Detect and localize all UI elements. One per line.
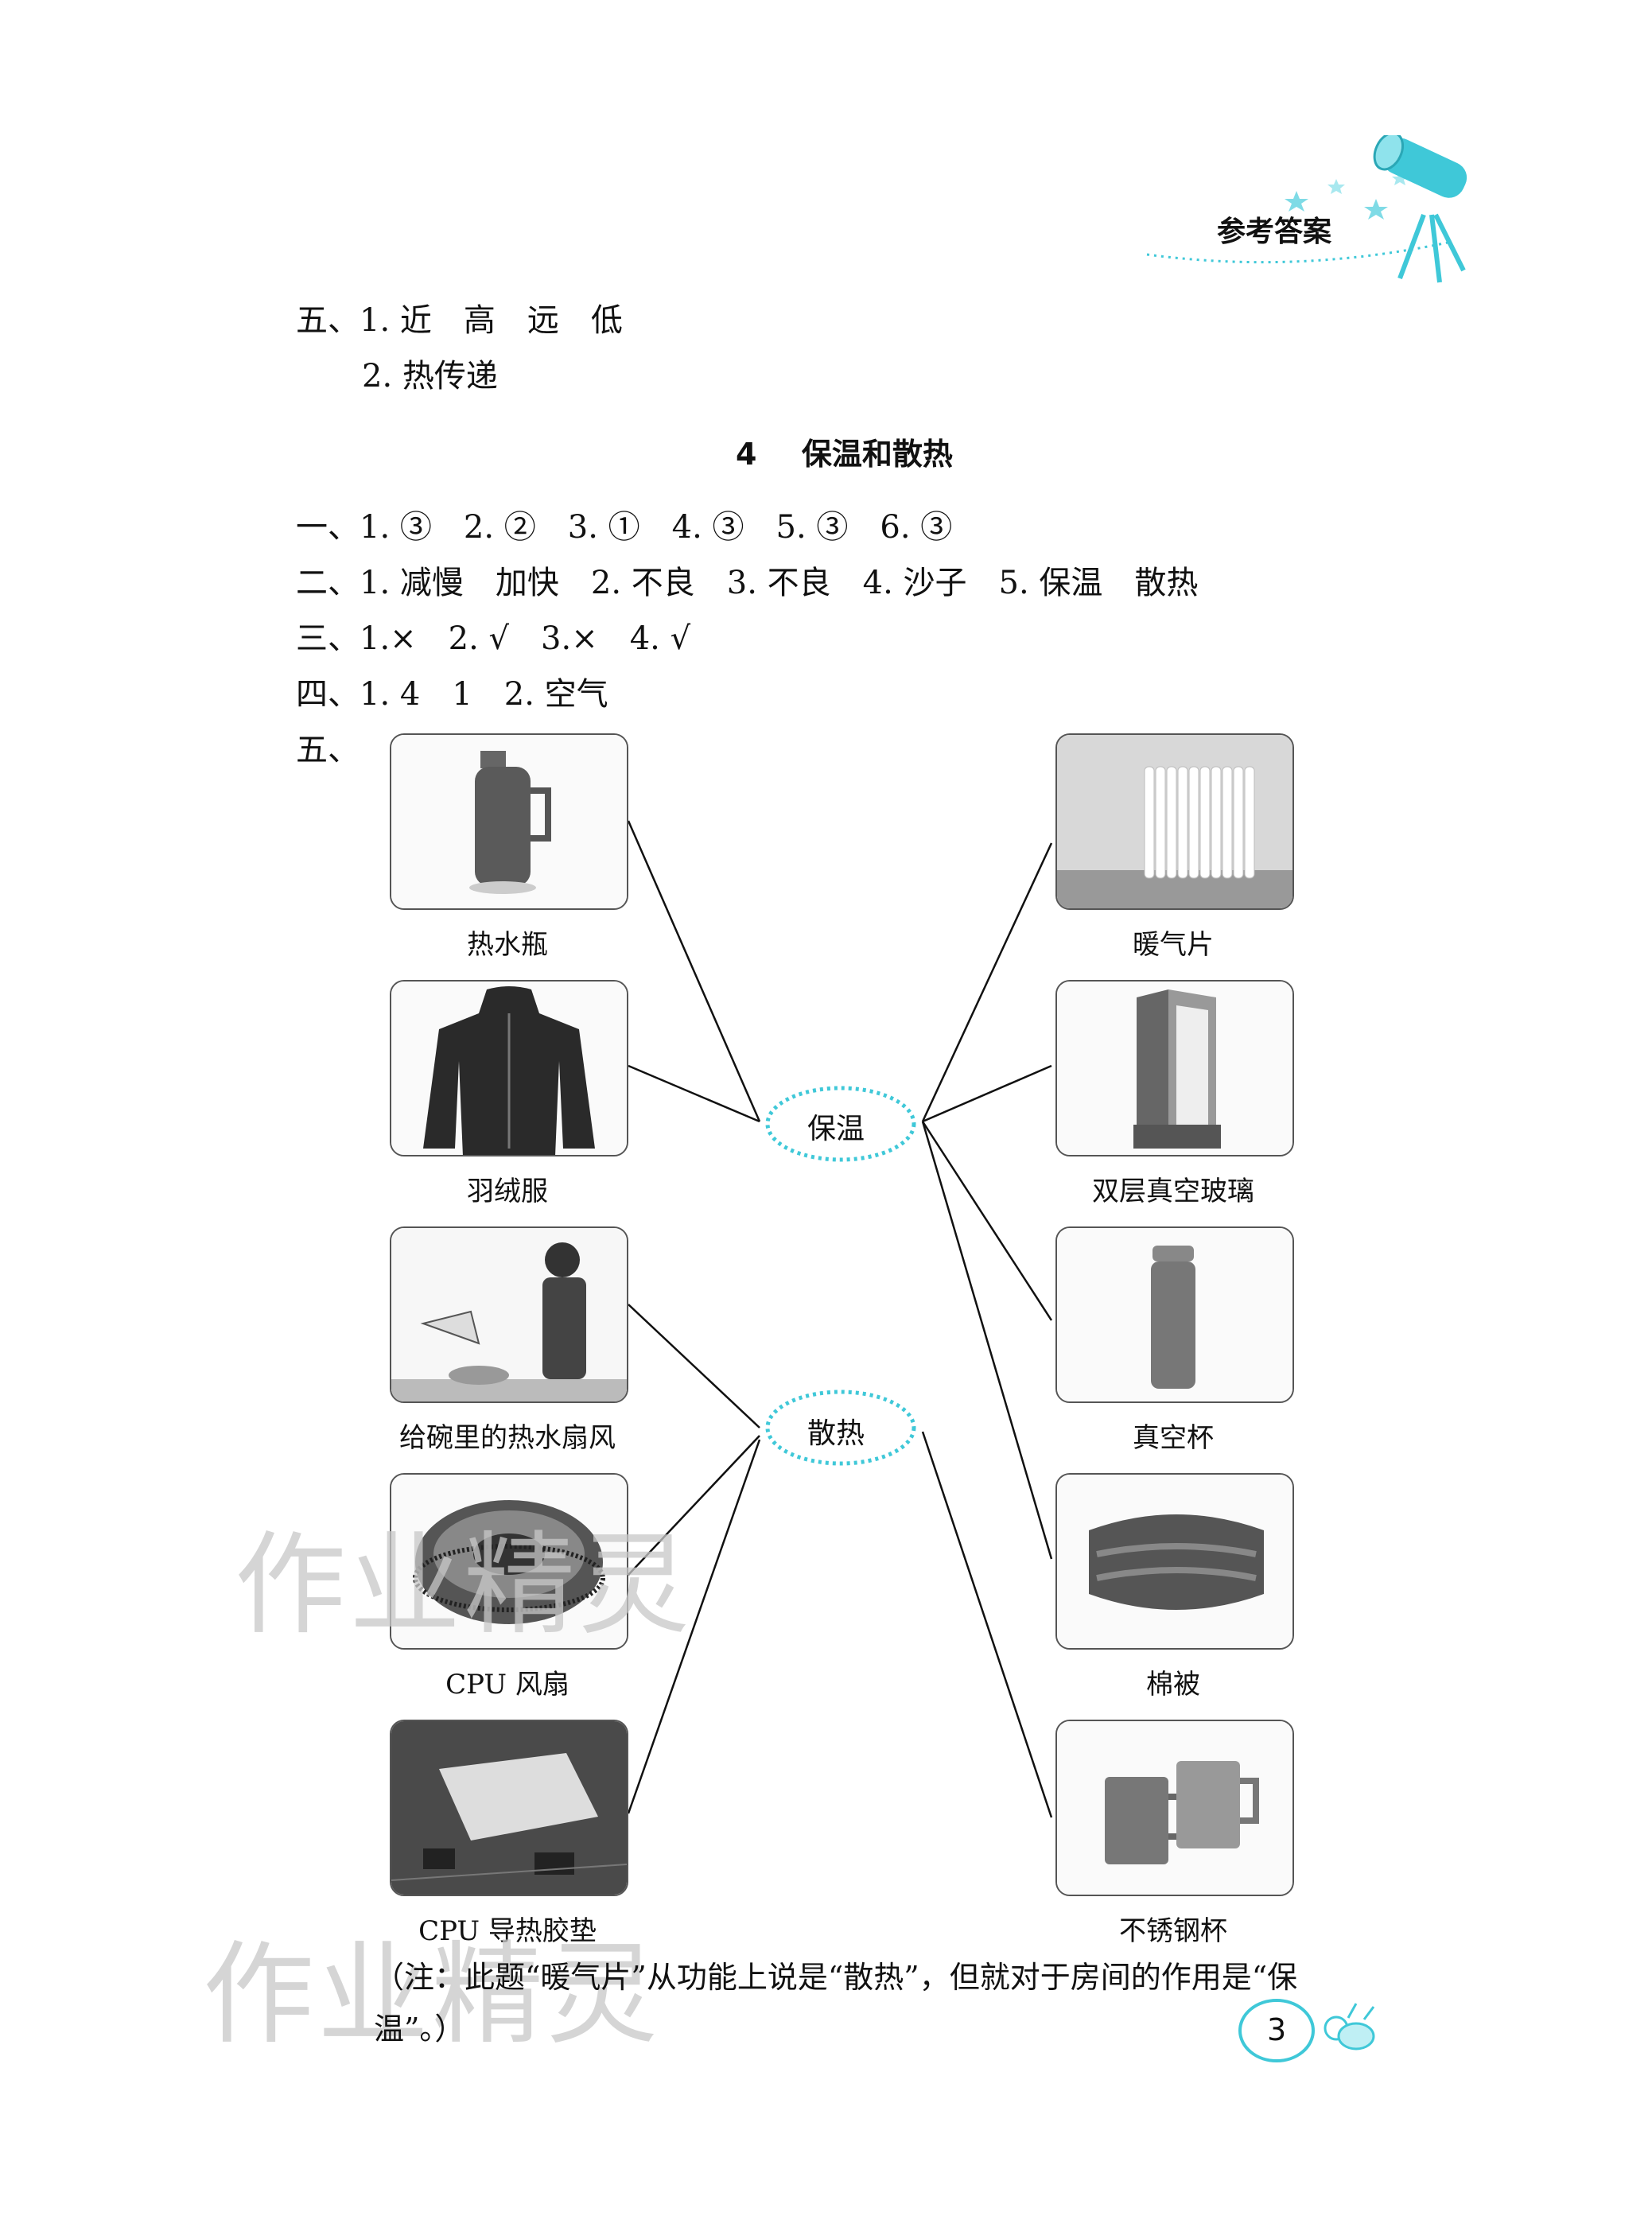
- right-item-label: 双层真空玻璃: [1092, 1176, 1254, 1207]
- right-item-label: 不锈钢杯: [1119, 1915, 1227, 1947]
- connector-line: [627, 820, 761, 1122]
- answer-line-1: 一、1. ③ 2. ② 3. ① 4. ③ 5. ③ 6. ③: [296, 509, 953, 546]
- prev-answer-line-1: 五、1. 近 高 远 低: [296, 302, 623, 339]
- connector-line: [921, 1121, 1053, 1321]
- boy-fanning-bowl-photo: [390, 1226, 628, 1403]
- left-item-label: 给碗里的热水扇风: [399, 1422, 616, 1454]
- connector-line: [628, 1304, 760, 1429]
- page-number-badge: [1238, 1999, 1375, 2062]
- note-line-2: 温”。）: [374, 2012, 465, 2047]
- thermos-bottle-photo: [390, 733, 628, 910]
- page-number: 3: [1267, 2012, 1287, 2047]
- radiator-photo: [1055, 733, 1294, 910]
- answer-line-2: 二、1. 减慢 加快 2. 不良 3. 不良 4. 沙子 5. 保温 散热: [296, 565, 1199, 601]
- left-item-label: 羽绒服: [467, 1176, 548, 1207]
- connector-line: [921, 1431, 1053, 1818]
- connector-line: [921, 1121, 1053, 1560]
- vacuum-cup-photo: [1055, 1226, 1294, 1403]
- center-oval-keep-warm: [765, 1086, 916, 1162]
- watermark: 作业精灵: [203, 1930, 662, 2060]
- answer-line-4: 四、1. 4 1 2. 空气: [296, 676, 608, 713]
- right-item-label: 真空杯: [1133, 1422, 1214, 1454]
- prev-answer-line-2: 2. 热传递: [362, 358, 498, 395]
- section-title: 4 保温和散热: [736, 430, 953, 473]
- connector-line: [628, 1435, 760, 1576]
- connector-line: [921, 842, 1053, 1122]
- left-item-label: CPU 风扇: [445, 1669, 569, 1701]
- left-item-label: 热水瓶: [467, 929, 548, 961]
- double-glazed-window-photo: [1055, 980, 1294, 1156]
- center-oval-dissipate: [765, 1390, 916, 1466]
- answer-line-5: 五、: [296, 732, 360, 768]
- quilt-photo: [1055, 1473, 1294, 1650]
- left-item-label: CPU 导热胶垫: [418, 1915, 597, 1947]
- center-label-keep-warm: 保温: [807, 1113, 865, 1145]
- connector-line: [922, 1064, 1052, 1123]
- center-label-dissipate: 散热: [807, 1417, 865, 1450]
- right-item-label: 棉被: [1146, 1669, 1200, 1701]
- section-name: 保温和散热: [801, 437, 953, 472]
- right-item-label: 暖气片: [1133, 929, 1214, 961]
- connector-line: [627, 1439, 761, 1814]
- telescope-icon: [1146, 135, 1467, 283]
- header-label: 参考答案: [1217, 216, 1332, 248]
- thermal-pad-photo: [390, 1720, 628, 1896]
- section-number: 4: [736, 437, 757, 472]
- down-jacket-photo: [390, 980, 628, 1156]
- watermark: 作业精灵: [235, 1521, 694, 1650]
- connector-line: [628, 1064, 760, 1123]
- cpu-fan-photo: [390, 1473, 628, 1650]
- answer-line-3: 三、1.× 2. √ 3.× 4. √: [296, 620, 691, 657]
- note-line-1: （注：此题“暖气片”从功能上说是“散热”，但就对于房间的作用是“保: [374, 1960, 1298, 1995]
- steel-cups-photo: [1055, 1720, 1294, 1896]
